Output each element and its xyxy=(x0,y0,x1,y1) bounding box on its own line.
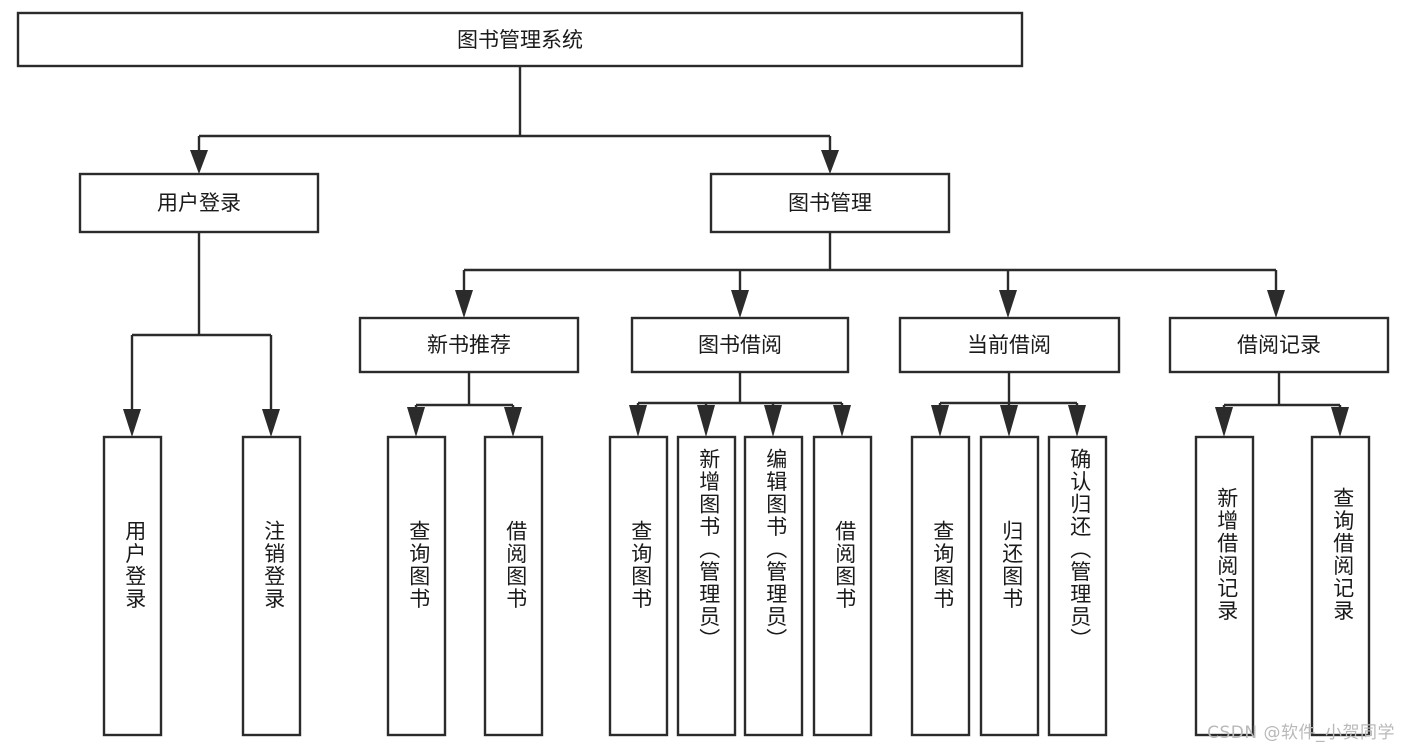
arrow-head-leaf-borrow-book-1 xyxy=(504,407,522,437)
node-borrow-record-label: 借阅记录 xyxy=(1237,333,1321,357)
arrow-head-leaf-edit-book xyxy=(764,405,782,437)
arrow-head-current-borrow xyxy=(999,290,1017,318)
node-book-manage-label: 图书管理 xyxy=(788,191,872,215)
arrow-head-leaf-confirm-return xyxy=(1068,405,1086,437)
arrow-head-leaf-add-record xyxy=(1215,407,1233,437)
arrow-head-leaf-query-book-1 xyxy=(407,407,425,437)
arrow-head-leaf-query-record xyxy=(1331,407,1349,437)
node-current-borrow-box[interactable] xyxy=(898,316,1121,374)
arrow-head-leaf-user-login xyxy=(123,409,141,437)
arrow-head-leaf-query-book-2 xyxy=(629,405,647,437)
node-leaf-query-book-2-box[interactable] xyxy=(608,435,669,737)
arrow-head-leaf-return-book xyxy=(1000,405,1018,437)
node-leaf-logout-box[interactable] xyxy=(241,435,302,737)
node-root-label: 图书管理系统 xyxy=(457,28,583,52)
node-leaf-borrow-book-1-box[interactable] xyxy=(483,435,544,737)
node-book-borrow-label: 图书借阅 xyxy=(698,333,782,357)
node-new-book-rec[interactable]: 新书推荐 xyxy=(358,316,580,374)
node-user-login-label: 用户登录 xyxy=(157,191,241,215)
node-book-manage[interactable]: 图书管理 xyxy=(709,172,951,234)
node-user-login[interactable]: 用户登录 xyxy=(78,172,320,234)
node-leaf-user-login-box[interactable] xyxy=(102,435,163,737)
node-book-manage-box[interactable] xyxy=(709,172,951,234)
node-root[interactable]: 图书管理系统 xyxy=(16,11,1024,68)
connector-newbook-to-leaves xyxy=(407,372,522,437)
arrow-head-leaf-query-book-3 xyxy=(931,405,949,437)
node-leaf-confirm-return-box[interactable] xyxy=(1047,435,1108,737)
arrow-head-leaf-borrow-book-2 xyxy=(833,405,851,437)
node-book-borrow-box[interactable] xyxy=(630,316,850,374)
node-current-borrow-label: 当前借阅 xyxy=(967,333,1051,357)
connector-userlogin-to-leaves xyxy=(123,232,280,437)
node-leaf-return-book-box[interactable] xyxy=(979,435,1040,737)
node-leaf-edit-book-box[interactable] xyxy=(743,435,804,737)
node-leaf-add-record-box[interactable] xyxy=(1194,435,1255,737)
arrow-head-leaf-logout xyxy=(262,409,280,437)
node-new-book-rec-box[interactable] xyxy=(358,316,580,374)
arrow-head-new-book-rec xyxy=(455,290,473,318)
node-leaf-query-record-box[interactable] xyxy=(1310,435,1371,737)
node-borrow-record-box[interactable] xyxy=(1168,316,1390,374)
connector-currentborrow-to-leaves xyxy=(931,372,1086,437)
node-leaf-add-book-box[interactable] xyxy=(676,435,737,737)
node-new-book-rec-label: 新书推荐 xyxy=(427,333,511,357)
connector-bookborrow-to-leaves xyxy=(629,372,851,437)
arrow-head-user-login xyxy=(190,150,208,174)
arrow-head-borrow-record xyxy=(1267,290,1285,318)
node-borrow-record[interactable]: 借阅记录 xyxy=(1168,316,1390,374)
arrow-head-book-borrow xyxy=(731,290,749,318)
arrow-head-book-manage xyxy=(821,150,839,174)
node-user-login-box[interactable] xyxy=(78,172,320,234)
node-root-box[interactable] xyxy=(16,11,1024,68)
arrow-head-leaf-add-book xyxy=(697,405,715,437)
node-leaf-query-book-1-box[interactable] xyxy=(386,435,447,737)
node-leaf-query-book-3-box[interactable] xyxy=(910,435,971,737)
node-leaf-borrow-book-2-box[interactable] xyxy=(812,435,873,737)
connector-borrowrecord-to-leaves xyxy=(1215,372,1349,437)
node-current-borrow[interactable]: 当前借阅 xyxy=(898,316,1121,374)
node-book-borrow[interactable]: 图书借阅 xyxy=(630,316,850,374)
connector-bookmanage-to-level2 xyxy=(455,232,1285,318)
connector-root-to-level1 xyxy=(190,66,839,174)
csdn-watermark: CSDN @软件_小贺同学 xyxy=(1207,723,1395,743)
